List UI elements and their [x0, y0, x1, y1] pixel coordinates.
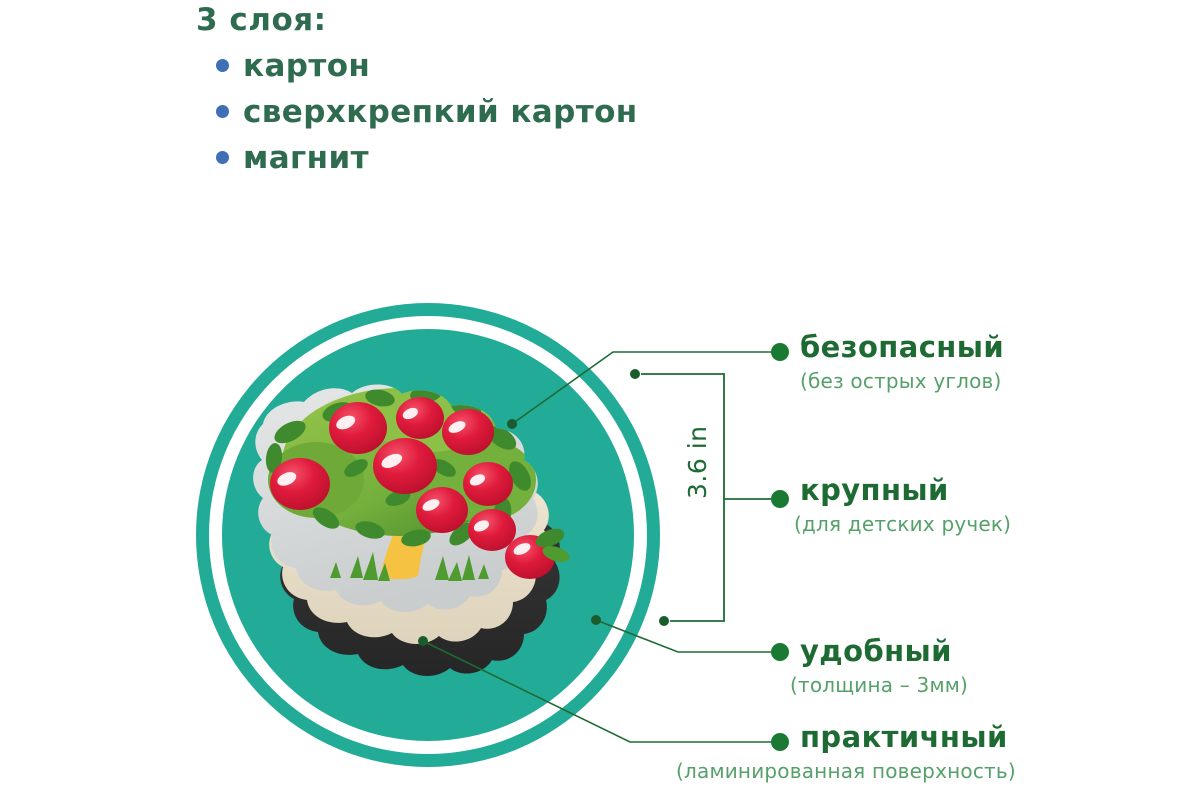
apple-group	[270, 397, 516, 551]
apple-tree-puzzle-piece-illustration	[230, 372, 630, 692]
layer-label: картон	[243, 47, 371, 84]
callout-handy: удобный (толщина – 3мм)	[790, 634, 978, 697]
apple-detached	[505, 528, 570, 579]
bullet-dot-icon	[216, 151, 229, 165]
layer-label: сверхкрепкий картон	[243, 93, 638, 130]
callout-subtitle: (для детских ручек)	[794, 511, 1012, 536]
layers-list: картон сверхкрепкий картон магнит	[196, 48, 716, 176]
layers-block: 3 слоя: картон сверхкрепкий картон магни…	[196, 2, 716, 186]
list-item: магнит	[196, 140, 716, 176]
callout-subtitle: (толщина – 3мм)	[790, 672, 969, 697]
leader-line-large	[724, 490, 789, 508]
layers-title: 3 слоя:	[196, 2, 327, 38]
bullet-dot-icon	[216, 59, 229, 73]
bullet-dot-icon	[216, 105, 229, 119]
piece-layer-laminated-top	[253, 384, 570, 612]
callout-title: удобный	[800, 634, 952, 668]
list-item: сверхкрепкий картон	[196, 94, 716, 130]
layer-label: магнит	[243, 139, 369, 176]
callout-large: крупный (для детских ручек)	[794, 473, 1017, 536]
callout-title: практичный	[800, 720, 1008, 754]
callout-practical: практичный (ламинированная поверхность)	[676, 720, 1140, 783]
callout-subtitle: (ламинированная поверхность)	[676, 758, 1016, 783]
dimension-value: 3.6 in	[683, 425, 712, 500]
apple-tree-artwork	[265, 384, 536, 581]
callout-title: крупный	[800, 473, 949, 507]
list-item: картон	[196, 48, 716, 84]
callout-title: безопасный	[800, 330, 1005, 364]
callout-subtitle: (без острых углов)	[800, 368, 1002, 393]
callout-safe: безопасный (без острых углов)	[800, 330, 1005, 393]
